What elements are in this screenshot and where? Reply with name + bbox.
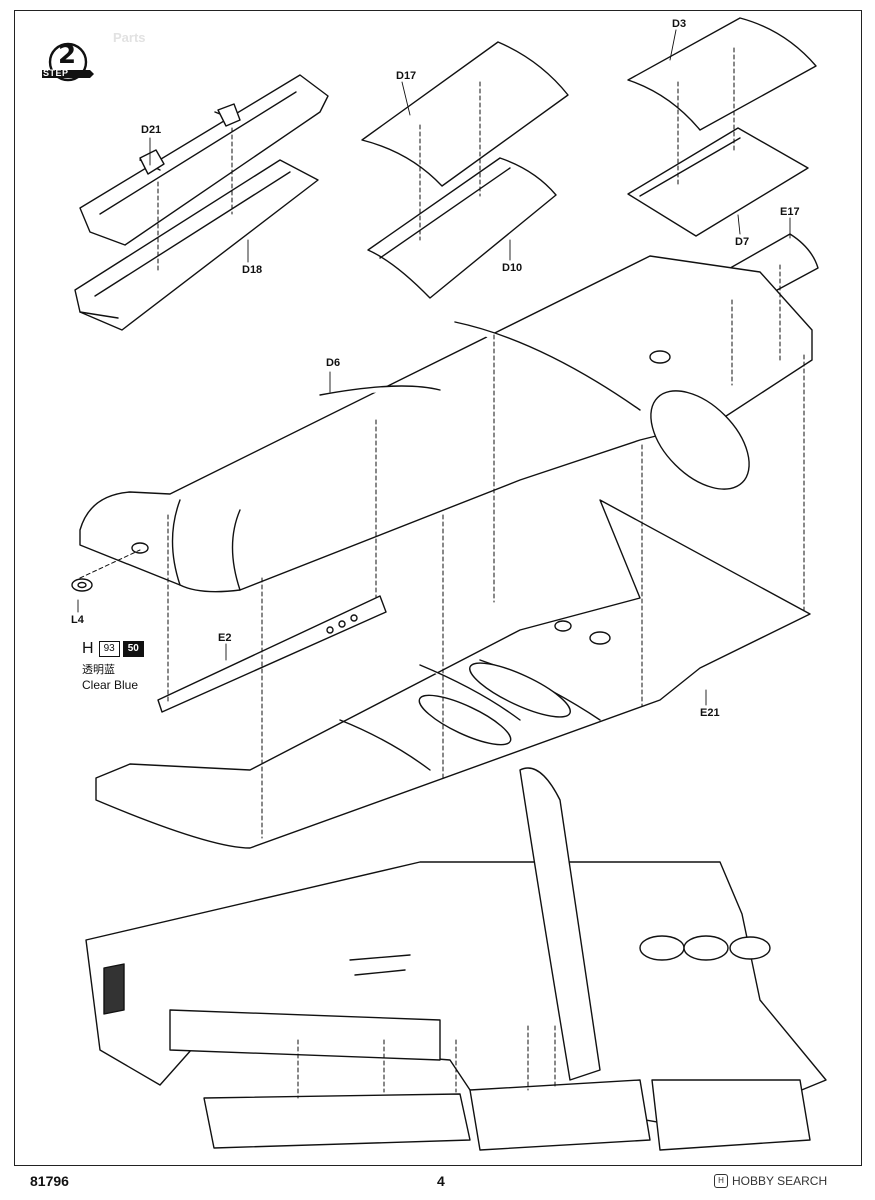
label-l4: L4 (71, 614, 84, 626)
step-label: STEP (43, 68, 69, 78)
label-e2: E2 (218, 632, 232, 644)
part-d3 (627, 17, 817, 131)
hobby-search-icon: H (714, 1174, 728, 1188)
label-d18: D18 (242, 264, 263, 276)
label-d17: D17 (396, 70, 417, 82)
leader-lines (77, 29, 791, 706)
paint-code-1: 93 (98, 641, 120, 657)
upper-wing (79, 255, 813, 593)
label-d6: D6 (326, 357, 341, 369)
part-d10 (367, 157, 557, 299)
part-d21 (79, 74, 329, 246)
paint-letter: H (82, 640, 94, 657)
paint-name-en: Clear Blue (82, 678, 139, 692)
paint-name-cn: 透明蓝 (82, 663, 115, 676)
paint-callout: H 93 50 透明蓝 Clear Blue (82, 640, 144, 692)
flap-parts (203, 1079, 811, 1151)
step-badge-icon (42, 42, 94, 82)
label-d10: D10 (502, 262, 523, 274)
part-d7 (627, 127, 809, 237)
paint-code-2: 50 (122, 641, 144, 657)
page-frame (14, 10, 862, 1166)
part-d18 (74, 159, 319, 331)
faded-background-text: Parts (113, 30, 146, 45)
label-d3: D3 (672, 18, 687, 30)
part-d17 (361, 41, 569, 187)
part-e21 (95, 499, 811, 849)
watermark-text: HOBBY SEARCH (732, 1174, 828, 1188)
label-e17: E17 (780, 206, 800, 218)
page-number: 4 (437, 1173, 445, 1189)
part-e2 (157, 595, 387, 713)
label-d21: D21 (141, 124, 162, 136)
label-d7: D7 (735, 236, 750, 248)
watermark: H HOBBY SEARCH (714, 1174, 827, 1188)
step-number: 2 (58, 40, 77, 70)
label-e21: E21 (700, 707, 720, 719)
product-code: 81796 (30, 1173, 69, 1189)
assembled-wing (85, 767, 827, 1131)
part-l4 (71, 578, 93, 592)
assembly-lines (79, 47, 805, 1099)
